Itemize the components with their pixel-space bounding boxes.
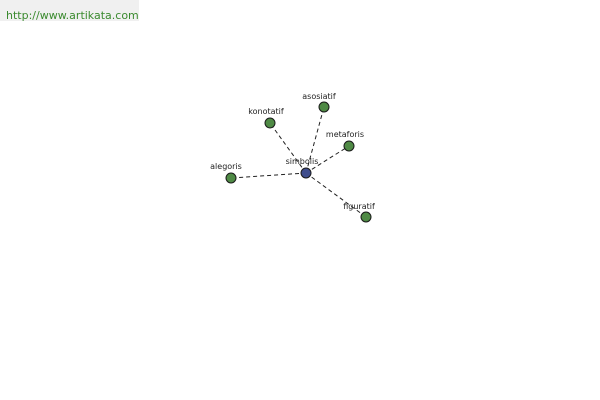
node-label-asosiatif[interactable]: asosiatif: [302, 92, 336, 101]
node-metaforis[interactable]: [343, 140, 355, 152]
edge-simbolis-alegoris: [230, 172, 307, 179]
edge-simbolis-metaforis: [305, 145, 350, 174]
node-asosiatif[interactable]: [318, 101, 330, 113]
nodes-layer: [225, 101, 372, 223]
node-label-figuratif[interactable]: figuratif: [343, 202, 375, 211]
node-figuratif[interactable]: [360, 211, 372, 223]
source-link[interactable]: http://www.artikata.com: [6, 9, 139, 22]
edge-simbolis-figuratif: [305, 172, 367, 218]
node-label-simbolis[interactable]: simbolis: [286, 157, 319, 166]
node-label-metaforis[interactable]: metaforis: [326, 130, 364, 139]
edges-layer: [230, 106, 367, 218]
source-bar: http://www.artikata.com: [0, 0, 139, 22]
node-label-konotatif[interactable]: konotatif: [248, 107, 284, 116]
edge-simbolis-konotatif: [269, 122, 307, 174]
node-simbolis[interactable]: [300, 167, 312, 179]
node-label-alegoris[interactable]: alegoris: [210, 162, 242, 171]
node-konotatif[interactable]: [264, 117, 276, 129]
edge-simbolis-asosiatif: [305, 106, 325, 174]
node-alegoris[interactable]: [225, 172, 237, 184]
labels-layer: konotatif asosiatif metaforis alegoris figur…: [210, 92, 375, 211]
